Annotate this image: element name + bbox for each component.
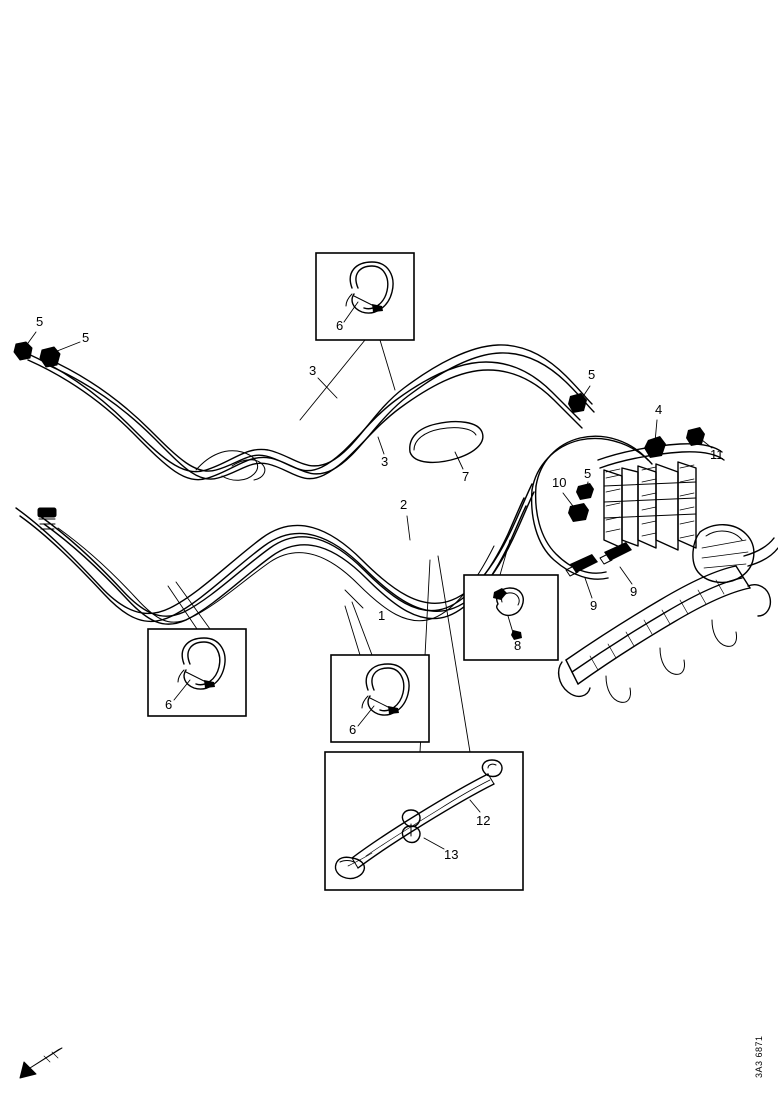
callout-label-3b: 3 [381, 454, 388, 469]
callout-label-2: 2 [400, 497, 407, 512]
connector-part-4 [644, 436, 666, 458]
hose-end-fitting-top-left [13, 341, 33, 361]
hose-clamp-illustration [345, 261, 394, 314]
callout-label-5d: 5 [584, 466, 591, 481]
pump-housing [597, 443, 725, 551]
side-cylinder [692, 524, 755, 583]
bracket-assembly-illustration [334, 759, 503, 880]
part-7-elbow [409, 420, 484, 464]
detail-label-6-left: 6 [165, 697, 172, 712]
engine-pump-assembly [530, 393, 778, 703]
connector-part-11 [686, 427, 705, 446]
detail-label-8: 8 [514, 638, 521, 653]
detail-box-center: 6 [330, 654, 430, 743]
detail-label-12: 12 [476, 813, 490, 828]
callout-label-3a: 3 [309, 363, 316, 378]
detail-box-bottom: 12 13 [324, 751, 524, 891]
grommet-bolt-head [511, 630, 522, 640]
callout-label-4: 4 [655, 402, 662, 417]
svg-text:3A3 6871: 3A3 6871 [754, 1035, 764, 1078]
callout-label-9a: 9 [590, 598, 597, 613]
detail-label-6-top: 6 [336, 318, 343, 333]
detail-box-left: 6 [147, 628, 247, 717]
callout-label-9b: 9 [630, 584, 637, 599]
upper-hose-bundle [23, 344, 595, 481]
callout-label-5a: 5 [36, 314, 43, 329]
fuel-rail [557, 565, 772, 703]
fitting-part-10 [568, 503, 589, 522]
detail-label-13: 13 [444, 847, 458, 862]
detail-label-6-center: 6 [349, 722, 356, 737]
hose-end-fitting-lower-left [37, 507, 57, 530]
callout-label-1: 1 [378, 608, 385, 623]
callout-label-10: 10 [552, 475, 566, 490]
clamp-part-5-mid [576, 483, 594, 500]
hose-end-fitting-top-left-2 [39, 346, 61, 368]
callout-number-labels: 1 2 3 3 4 5 5 5 5 7 9 9 10 11 [36, 314, 724, 623]
bolt-part-9a [565, 554, 598, 577]
callout-label-7: 7 [462, 469, 469, 484]
detail-box-right: 8 [463, 574, 559, 661]
callout-label-11: 11 [710, 447, 724, 462]
grommet-ring-illustration [493, 587, 524, 617]
callout-label-5c: 5 [588, 367, 595, 382]
lower-hose-bundle [15, 483, 535, 625]
detail-box-top: 6 [315, 252, 415, 341]
drawing-code: 3A3 6871 [754, 1035, 764, 1078]
front-direction-arrow [19, 1047, 63, 1079]
bolt-part-9b [599, 542, 632, 565]
callout-label-5b: 5 [82, 330, 89, 345]
